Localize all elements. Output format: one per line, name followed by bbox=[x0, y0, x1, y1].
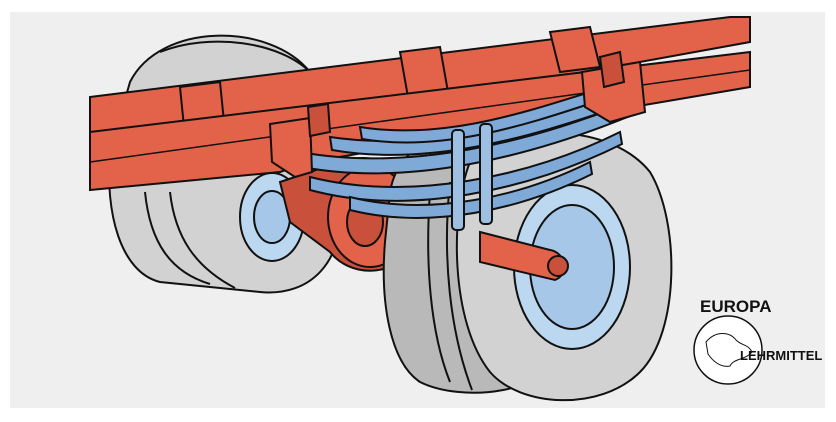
frame-cross-member-3 bbox=[548, 25, 602, 74]
hub-nut bbox=[547, 255, 569, 277]
rear-tire-groove-2 bbox=[144, 191, 211, 285]
spring-leaf-4 bbox=[309, 130, 624, 202]
logo-bottom-text: LEHRMITTEL bbox=[740, 348, 822, 363]
rear-shackle bbox=[306, 102, 332, 138]
rear-tire-groove-3 bbox=[169, 191, 236, 289]
leaf-spring-suspension-diagram: EUROPA LEHRMITTEL bbox=[10, 12, 825, 408]
spring-leaf-5 bbox=[349, 160, 594, 219]
logo-top-text: EUROPA bbox=[700, 297, 771, 316]
logo-globe bbox=[693, 315, 763, 385]
logo-continents bbox=[705, 333, 753, 367]
europa-lehrmittel-logo: EUROPA LEHRMITTEL bbox=[693, 297, 822, 385]
u-bolt-1 bbox=[451, 129, 465, 231]
illustration-panel: EUROPA LEHRMITTEL bbox=[10, 12, 825, 408]
rear-spring-hanger bbox=[268, 116, 314, 179]
rear-tire-groove-1 bbox=[159, 40, 311, 73]
front-shackle bbox=[598, 50, 626, 89]
spring-hangers bbox=[268, 50, 647, 179]
u-bolt-2 bbox=[479, 123, 493, 225]
front-spring-hanger bbox=[580, 60, 647, 124]
